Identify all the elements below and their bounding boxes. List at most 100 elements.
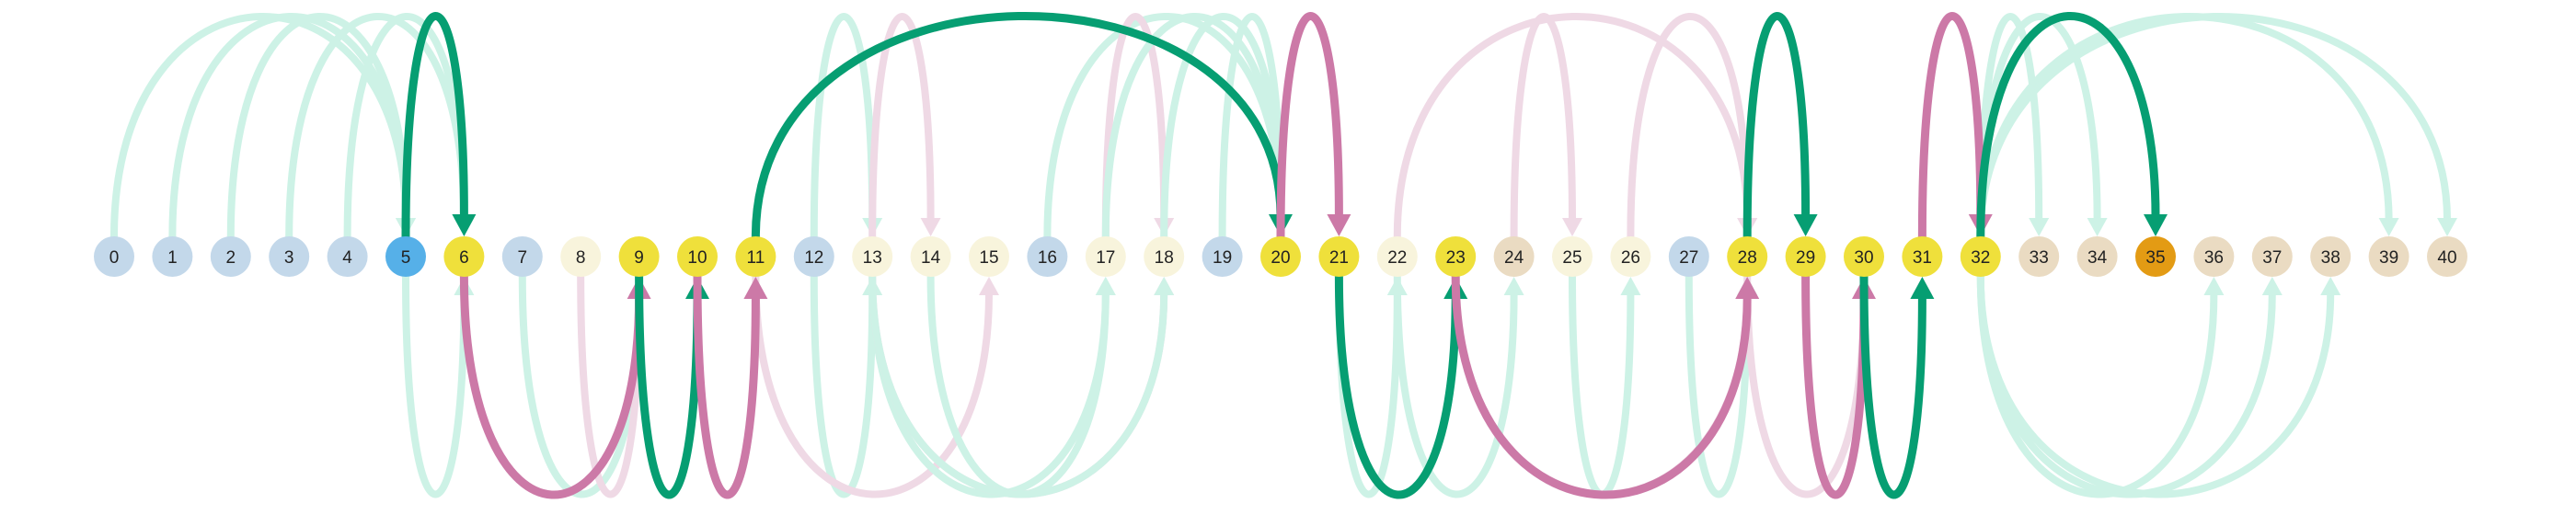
node-25: 25	[1552, 236, 1593, 277]
node-17: 17	[1085, 236, 1126, 277]
arc-32-35-strong	[1976, 12, 2168, 241]
node-label: 31	[1913, 248, 1932, 268]
node-circle	[2368, 236, 2409, 277]
arrowhead	[1735, 277, 1760, 299]
arc-28-29-strong	[1742, 12, 1818, 241]
arrowhead	[1910, 277, 1935, 299]
node-29: 29	[1785, 236, 1826, 277]
node-circle	[852, 236, 893, 277]
node-31: 31	[1902, 236, 1943, 277]
node-label: 38	[2321, 248, 2340, 268]
arc-14-17-faint	[926, 273, 1116, 498]
arc-10-11-strong	[693, 272, 768, 499]
node-label: 0	[109, 248, 120, 268]
node-circle	[2251, 236, 2293, 277]
node-label: 27	[1679, 248, 1698, 268]
node-circle	[2193, 236, 2235, 277]
node-label: 32	[1971, 248, 1990, 268]
node-35: 35	[2135, 236, 2176, 277]
node-circle	[94, 236, 134, 277]
node-34: 34	[2076, 236, 2118, 277]
arc-1-5-faint	[168, 13, 416, 240]
node-circle	[969, 236, 1009, 277]
node-label: 29	[1796, 248, 1815, 268]
node-label: 22	[1387, 248, 1407, 268]
node-label: 36	[2204, 248, 2224, 268]
node-7: 7	[501, 236, 543, 277]
node-circle	[1610, 236, 1651, 277]
node-23: 23	[1435, 236, 1477, 277]
arrowhead	[1793, 214, 1818, 236]
node-circle	[910, 236, 951, 277]
node-32: 32	[1960, 236, 2001, 277]
node-label: 4	[342, 248, 352, 268]
node-label: 12	[804, 248, 823, 268]
arc-23-28-faint	[1452, 273, 1758, 498]
node-label: 25	[1562, 248, 1581, 268]
node-label: 34	[2087, 248, 2108, 268]
node-label: 23	[1446, 248, 1466, 268]
arrowhead	[1620, 277, 1641, 295]
node-11: 11	[735, 236, 776, 277]
arrowhead	[452, 214, 477, 236]
node-circle	[1493, 236, 1535, 277]
node-8: 8	[560, 236, 602, 277]
node-37: 37	[2251, 236, 2293, 277]
arrowhead	[920, 218, 941, 236]
node-circle	[1027, 236, 1068, 277]
node-label: 21	[1329, 248, 1349, 268]
arrowhead	[1503, 277, 1524, 295]
node-27: 27	[1668, 236, 1709, 277]
arc-6-9-strong	[459, 272, 651, 499]
node-circle	[677, 236, 718, 277]
node-9: 9	[618, 236, 660, 277]
arc-11-20-strong	[751, 11, 1293, 241]
node-16: 16	[1027, 236, 1068, 277]
node-circle	[1144, 236, 1185, 277]
node-circle	[1844, 236, 1884, 277]
node-circle	[327, 236, 368, 277]
node-2: 2	[210, 236, 251, 277]
node-label: 40	[2437, 248, 2456, 268]
arc-30-31-strong	[1859, 272, 1935, 499]
arrowhead	[743, 277, 768, 299]
node-label: 9	[634, 248, 644, 268]
arrowhead	[2378, 218, 2399, 236]
node-label: 37	[2262, 248, 2282, 268]
node-20: 20	[1260, 236, 1301, 277]
arrowhead	[1327, 214, 1351, 236]
node-label: 39	[2379, 248, 2398, 268]
node-label: 7	[518, 248, 528, 268]
node-circle	[793, 236, 834, 277]
node-circle	[618, 236, 660, 277]
node-28: 28	[1727, 236, 1768, 277]
node-label: 14	[921, 248, 941, 268]
node-circle	[2076, 236, 2118, 277]
node-15: 15	[969, 236, 1009, 277]
arc-22-24-faint	[1393, 273, 1524, 498]
node-label: 24	[1504, 248, 1524, 268]
node-circle	[1902, 236, 1943, 277]
node-circle	[735, 236, 776, 277]
arc-22-28-faint	[1393, 13, 1758, 240]
node-label: 8	[576, 248, 586, 268]
arrowhead	[1562, 218, 1582, 236]
node-circle	[2427, 236, 2467, 277]
arc-2-5-faint	[226, 13, 416, 240]
node-30: 30	[1844, 236, 1884, 277]
node-circle	[2135, 236, 2176, 277]
node-39: 39	[2368, 236, 2409, 277]
node-21: 21	[1318, 236, 1360, 277]
node-circle	[1376, 236, 1418, 277]
arrowhead	[979, 277, 999, 295]
node-6: 6	[443, 236, 485, 277]
node-label: 19	[1213, 248, 1232, 268]
node-circle	[1727, 236, 1768, 277]
node-circle	[1318, 236, 1360, 277]
arrowhead	[2320, 277, 2341, 295]
node-circle	[385, 236, 426, 277]
node-circle	[1960, 236, 2001, 277]
node-24: 24	[1493, 236, 1535, 277]
